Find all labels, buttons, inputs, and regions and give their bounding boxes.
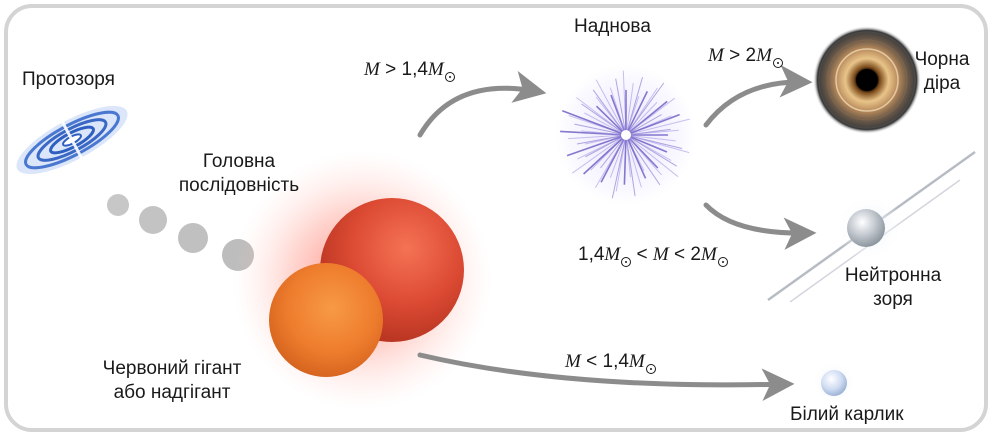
supernova-ray: [625, 134, 642, 188]
supernova-ray: [625, 134, 661, 186]
condition-white-dwarf-op: <: [586, 351, 598, 372]
supernova-ray: [574, 123, 627, 136]
supernova-ray: [609, 134, 627, 178]
black-hole-image: [813, 26, 921, 134]
supernova-ray: [625, 134, 647, 179]
supernova-ray: [625, 134, 676, 142]
neutron-star-label-line2: зоря: [873, 289, 913, 310]
supernova-ray: [623, 134, 627, 185]
condition-neutron-star-unit-high: M: [701, 244, 717, 265]
supernova-ray: [625, 134, 662, 176]
supernova-ray: [568, 134, 627, 140]
condition-neutron-star-high: 2: [690, 244, 701, 265]
supernova-ray: [625, 82, 665, 136]
white-dwarf-image: [812, 361, 856, 405]
supernova-ray: [595, 79, 627, 136]
black-hole-label-line1: Чорна: [914, 49, 970, 70]
supernova-image: [556, 65, 696, 205]
protostar-image: [16, 105, 128, 175]
sun-symbol-icon: [444, 72, 455, 82]
condition-white-dwarf-value: 1,4: [602, 351, 629, 372]
supernova-ray: [625, 96, 640, 136]
supernova-ray: [600, 134, 627, 169]
supernova-ray: [625, 91, 649, 136]
main-sequence-label: Головна послідовність: [164, 150, 314, 198]
condition-black-hole-unit: M: [756, 45, 772, 66]
condition-white-dwarf-unit: M: [628, 351, 645, 372]
supernova-ray: [592, 89, 627, 136]
red-giant-label-line1: Червоний гігант: [102, 358, 242, 379]
supernova-ray: [595, 105, 627, 136]
red-giant-label: Червоний гігант або надгігант: [72, 357, 272, 405]
supernova-ray: [583, 134, 627, 175]
arrow-to-supernova: [417, 70, 547, 138]
neutron-star-image: [767, 150, 976, 303]
supernova-ray: [594, 134, 627, 188]
condition-white-dwarf: M < 1,4M: [565, 350, 656, 374]
condition-supernova: M > 1,4M: [364, 58, 455, 82]
supernova-ray: [611, 134, 627, 199]
sun-symbol-icon: [772, 58, 783, 68]
arrows: [417, 64, 817, 401]
supernova-ray: [581, 130, 627, 136]
supernova-label: Наднова: [574, 16, 651, 37]
supernova-core: [621, 130, 631, 140]
condition-supernova-value: 1,4: [401, 59, 428, 80]
condition-neutron-star-low: 1,4: [578, 244, 605, 265]
black-hole-label: Чорна діра: [906, 48, 978, 96]
condition-white-dwarf-var: M: [565, 351, 581, 372]
arrow-to-black-hole: [703, 64, 813, 128]
arrow-to-white-dwarf: [417, 352, 795, 401]
condition-neutron-star-var: M: [652, 244, 669, 265]
protostar-label: Протозоря: [22, 69, 115, 90]
condition-black-hole-var: M: [708, 45, 724, 66]
supernova-ray: [571, 134, 627, 174]
supernova-ray: [566, 134, 627, 157]
condition-black-hole-value: 2: [745, 45, 757, 66]
supernova-ray: [625, 134, 690, 154]
main-sequence-label-line2: послідовність: [178, 175, 300, 196]
supernova-ray: [625, 97, 676, 136]
condition-supernova-var: M: [364, 59, 380, 80]
main-sequence-label-line1: Головна: [202, 151, 276, 172]
condition-supernova-unit: M: [427, 59, 444, 80]
condition-black-hole: M > 2M: [708, 44, 783, 68]
supernova-ray: [625, 82, 634, 136]
condition-supernova-op: >: [385, 59, 397, 80]
supernova-ray: [562, 109, 627, 136]
supernova-ray: [625, 134, 668, 153]
sun-symbol-icon: [717, 257, 728, 267]
black-hole-label-line2: діра: [923, 73, 961, 94]
supernova-ray: [625, 129, 679, 136]
supernova-ray: [576, 97, 627, 136]
supernova-ray: [625, 134, 677, 167]
sun-symbol-icon: [645, 364, 656, 374]
red-giant-image: [232, 150, 492, 410]
supernova-ray: [576, 134, 627, 145]
supernova-ray: [625, 113, 680, 136]
supernova-ray: [625, 118, 690, 136]
sun-symbol-icon: [621, 257, 632, 267]
supernova-ray: [625, 102, 658, 136]
supernova-ray: [625, 114, 662, 136]
condition-neutron-star-op1: <: [636, 244, 648, 265]
supernova-ray: [577, 134, 627, 160]
supernova-ray: [625, 134, 679, 178]
supernova-ray: [584, 112, 627, 136]
condition-black-hole-op: >: [729, 45, 741, 66]
condition-neutron-star: 1,4M < M < 2M: [578, 243, 728, 267]
arrow-to-neutron-star: [703, 202, 817, 250]
condition-neutron-star-op2: <: [674, 244, 686, 265]
supernova-ray: [609, 87, 627, 136]
red-giant-label-line2: або надгігант: [113, 382, 231, 403]
neutron-star-label: Нейтронна зоря: [838, 264, 948, 312]
white-dwarf-label: Білий карлик: [790, 404, 904, 425]
supernova-ray: [625, 134, 631, 178]
supernova-ray: [615, 78, 627, 136]
condition-neutron-star-unit-low: M: [604, 244, 621, 265]
neutron-star-label-line1: Нейтронна: [844, 265, 942, 286]
